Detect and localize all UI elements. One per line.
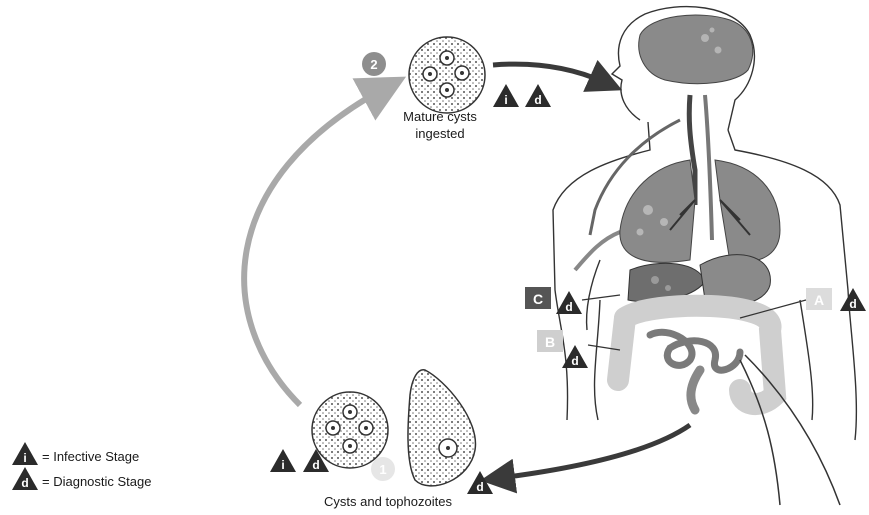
svg-text:1: 1 [379,462,386,477]
large-intestine [625,306,775,404]
svg-text:d: d [534,93,541,107]
cycle-arrow-up [244,88,385,405]
stage-1-badge: 1 [371,457,395,481]
mature-cyst [409,37,485,113]
svg-text:d: d [476,480,483,494]
spread-route-2 [575,232,620,270]
svg-text:i: i [504,93,507,107]
legend-infective-label: = Infective Stage [42,449,139,464]
svg-text:d: d [565,300,572,314]
legend-diagnostic-label: = Diagnostic Stage [42,474,151,489]
stage-1-label: Cysts and tophozoites [324,494,452,509]
svg-text:d: d [571,354,578,368]
stage-2-badge: 2 [362,52,386,76]
infective-marker-stage2: i [493,84,519,107]
svg-text:C: C [533,291,543,307]
infective-marker-stage1: i [270,449,296,472]
site-c-marker: C d [525,287,582,314]
svg-text:B: B [545,334,555,350]
site-a-marker: A d [806,288,866,311]
svg-text:i: i [281,458,284,472]
svg-text:2: 2 [370,57,377,72]
esophagus [705,95,712,240]
svg-text:d: d [849,297,856,311]
diagnostic-marker-excretion: d [467,471,493,494]
site-b-marker: B d [537,330,588,368]
stage-2-label-line1: Mature cysts [403,109,477,124]
brain [639,15,753,84]
svg-text:i: i [23,451,26,465]
diagnostic-marker-stage2: d [525,84,551,107]
legend-infective-icon: i [12,442,38,465]
rectum [691,370,700,410]
svg-text:d: d [21,476,28,490]
right-lung [715,160,780,263]
legend: i = Infective Stage d = Diagnostic Stage [12,442,151,490]
svg-text:d: d [312,458,319,472]
trophozoite [408,370,476,486]
legend-diagnostic-icon: d [12,467,38,490]
stage-2-label-line2: ingested [415,126,464,141]
ingestion-arrow [493,64,604,82]
excretion-arrow [500,425,690,478]
svg-text:A: A [814,292,824,308]
small-intestine [650,332,740,370]
excreted-cyst [312,392,388,468]
